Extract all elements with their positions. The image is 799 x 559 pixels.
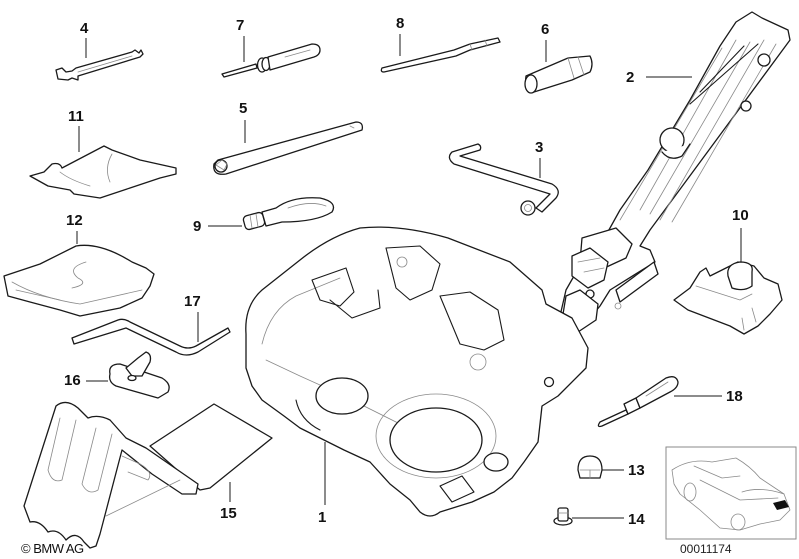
- callout-label-1: 1: [318, 509, 326, 526]
- part-bolt[interactable]: [553, 507, 573, 526]
- callout-7[interactable]: 7: [236, 17, 245, 62]
- part-towing-eye[interactable]: [242, 197, 335, 231]
- callout-2[interactable]: 2: [626, 69, 692, 86]
- callout-label-15: 15: [220, 505, 237, 522]
- callout-label-6: 6: [541, 21, 549, 38]
- part-rod[interactable]: [380, 37, 501, 73]
- callout-14[interactable]: 14: [572, 511, 645, 528]
- callout-label-2: 2: [626, 69, 634, 86]
- callout-18[interactable]: 18: [674, 388, 743, 405]
- callout-13[interactable]: 13: [602, 462, 645, 479]
- thumbnail-frame: [665, 446, 797, 540]
- callout-label-18: 18: [726, 388, 743, 405]
- part-wheel-chock[interactable]: [23, 401, 273, 549]
- part-gloves-pouch[interactable]: [3, 244, 155, 317]
- callout-4[interactable]: 4: [80, 20, 89, 58]
- part-l-socket-wrench[interactable]: [448, 143, 559, 216]
- part-screwdriver-small[interactable]: [597, 376, 679, 428]
- callout-label-17: 17: [184, 293, 201, 310]
- callout-5[interactable]: 5: [239, 100, 247, 143]
- part-screwdriver[interactable]: [221, 43, 321, 78]
- part-holder[interactable]: [673, 261, 783, 335]
- location-highlight-marker: [773, 500, 789, 510]
- callout-label-3: 3: [535, 139, 543, 156]
- callout-11[interactable]: 11: [68, 108, 84, 152]
- callout-label-10: 10: [732, 207, 749, 224]
- callout-label-13: 13: [628, 462, 645, 479]
- callout-12[interactable]: 12: [66, 212, 83, 244]
- part-strap[interactable]: [108, 351, 170, 399]
- part-socket[interactable]: [524, 55, 593, 94]
- reference-number: 00011174: [680, 542, 732, 556]
- callout-3[interactable]: 3: [535, 139, 543, 178]
- copyright-notice: © BMW AG: [21, 541, 84, 556]
- callout-8[interactable]: 8: [396, 15, 404, 56]
- callout-label-11: 11: [68, 108, 84, 125]
- callout-label-5: 5: [239, 100, 247, 117]
- callout-6[interactable]: 6: [541, 21, 549, 62]
- part-open-end-wrench[interactable]: [55, 49, 144, 81]
- callout-label-16: 16: [64, 372, 81, 389]
- callout-label-7: 7: [236, 17, 244, 34]
- callout-16[interactable]: 16: [64, 372, 108, 389]
- callout-label-12: 12: [66, 212, 83, 229]
- callout-10[interactable]: 10: [732, 207, 749, 262]
- callout-label-14: 14: [628, 511, 645, 528]
- part-box-spanner[interactable]: [213, 121, 364, 175]
- callout-label-8: 8: [396, 15, 404, 32]
- callout-9[interactable]: 9: [193, 218, 242, 235]
- callout-15[interactable]: 15: [220, 482, 237, 522]
- callout-label-4: 4: [80, 20, 89, 37]
- part-hex-key[interactable]: [71, 318, 231, 356]
- callout-17[interactable]: 17: [184, 293, 201, 342]
- vehicle-location-thumbnail[interactable]: [665, 446, 797, 540]
- car-outline-icon: [671, 457, 791, 531]
- part-tray[interactable]: [245, 226, 589, 517]
- callout-label-9: 9: [193, 218, 201, 235]
- part-car-jack[interactable]: [559, 11, 791, 333]
- callout-1[interactable]: 1: [318, 442, 326, 526]
- part-cloth[interactable]: [29, 145, 177, 199]
- part-cap-nut[interactable]: [577, 455, 603, 479]
